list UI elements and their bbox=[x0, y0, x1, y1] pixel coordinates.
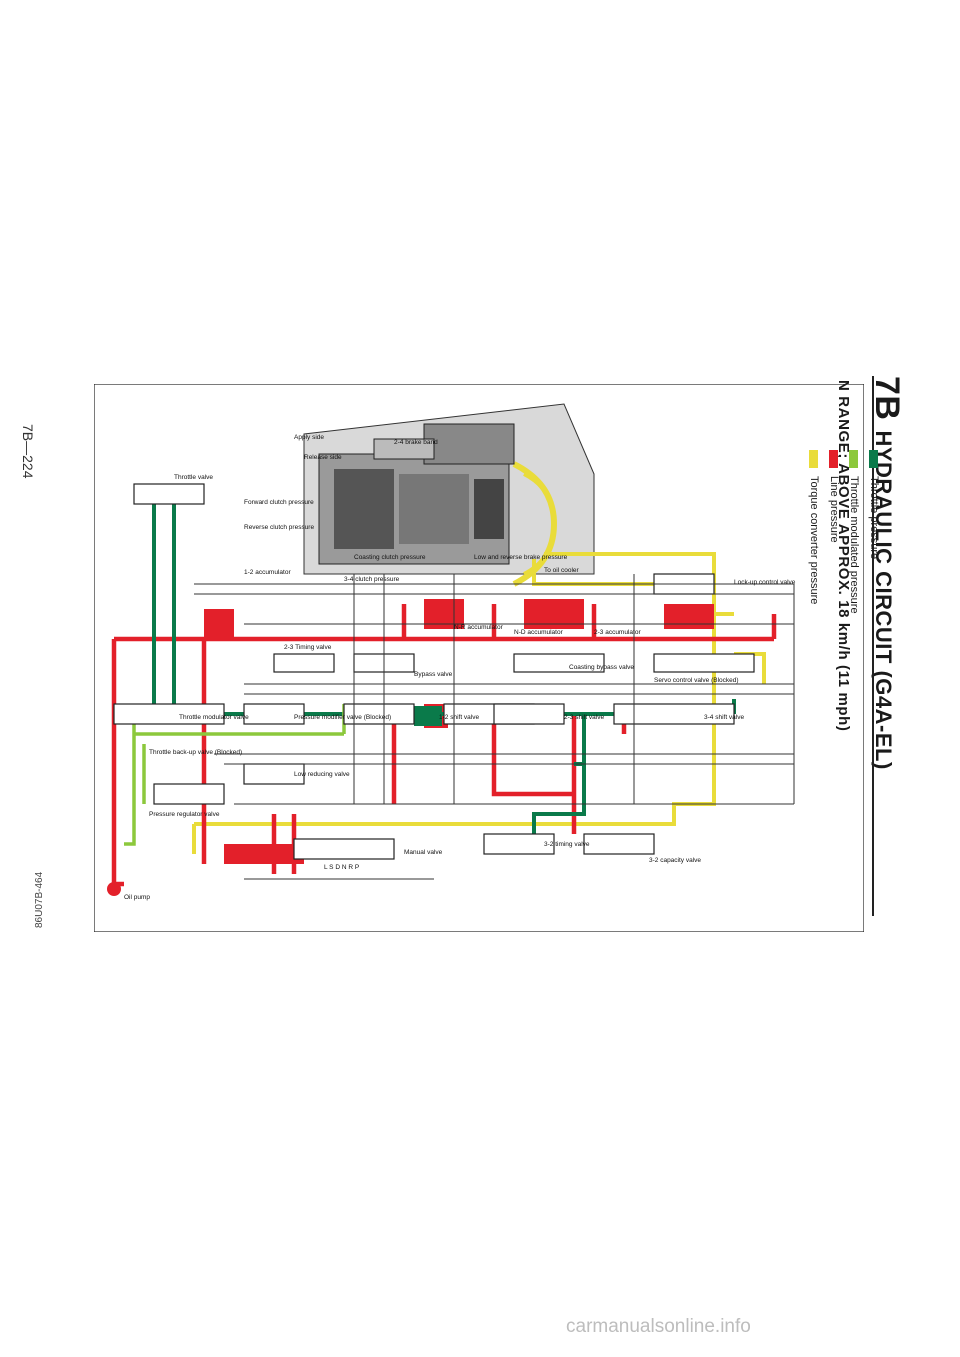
label-release-side: Release side bbox=[304, 454, 342, 461]
label-coasting-clutch: Coasting clutch pressure bbox=[354, 554, 426, 561]
label-timing-32: 3-2 timing valve bbox=[544, 841, 590, 848]
label-timing-23: 2-3 Timing valve bbox=[284, 644, 332, 651]
label-reverse-clutch: Reverse clutch pressure bbox=[244, 524, 314, 531]
label-coasting-bypass: Coasting bypass valve bbox=[569, 664, 634, 671]
label-shift-34: 3-4 shift valve bbox=[704, 714, 744, 721]
label-manual-positions: L S D N R P bbox=[324, 864, 359, 871]
hydraulic-circuit-diagram: Apply side Release side 2-4 brake band T… bbox=[94, 384, 864, 932]
label-lockup: Lock-up control valve bbox=[734, 579, 796, 586]
legend-item-throttle: Throttle pressure bbox=[868, 450, 880, 559]
label-capacity-32: 3-2 capacity valve bbox=[649, 857, 701, 864]
legend-swatch bbox=[809, 450, 819, 468]
legend-label: Throttle pressure bbox=[868, 476, 880, 560]
label-pressure-reg: Pressure regulator valve bbox=[149, 811, 220, 818]
watermark: carmanualsonline.info bbox=[566, 1316, 751, 1337]
legend-label: Torque converter pressure bbox=[808, 476, 820, 605]
legend-swatch bbox=[829, 450, 839, 468]
valve-bodies bbox=[113, 483, 755, 860]
label-servo: Servo control valve (Blocked) bbox=[654, 677, 739, 684]
label-accum-12: 1-2 accumulator bbox=[244, 569, 291, 576]
legend: Throttle pressure Throttle modulated pre… bbox=[760, 450, 880, 630]
oil-pump-icon bbox=[107, 882, 121, 896]
figure-code: 86U07B-464 bbox=[34, 871, 45, 928]
throttle-mod-block bbox=[414, 706, 442, 726]
label-shift-23: 2-3 shift valve bbox=[564, 714, 604, 721]
label-clutch-34: 3-4 clutch pressure bbox=[344, 576, 400, 583]
label-nd-accum: N-D accumulator bbox=[514, 629, 564, 636]
label-apply-side: Apply side bbox=[294, 434, 324, 441]
page-number: 7B—224 bbox=[20, 424, 36, 479]
label-oil-pump: Oil pump bbox=[124, 894, 150, 901]
legend-item-throttle-modulated: Throttle modulated pressure bbox=[848, 450, 860, 614]
label-forward-clutch: Forward clutch pressure bbox=[244, 499, 314, 506]
legend-item-line: Line pressure bbox=[828, 450, 840, 543]
legend-swatch bbox=[869, 450, 879, 468]
label-manual: Manual valve bbox=[404, 849, 443, 856]
label-throttle-mod: Throttle modulator valve bbox=[179, 714, 249, 721]
legend-item-torque-converter: Torque converter pressure bbox=[808, 450, 820, 604]
label-pressure-mod: Pressure modifier valve (Blocked) bbox=[294, 714, 391, 721]
title-rule bbox=[872, 376, 874, 916]
line-pressure-lines bbox=[111, 604, 777, 887]
legend-label: Throttle modulated pressure bbox=[848, 476, 860, 614]
legend-label: Line pressure bbox=[828, 476, 840, 543]
label-nr-accum: N-R accumulator bbox=[454, 624, 504, 631]
label-throttle-backup: Throttle back-up valve (Blocked) bbox=[149, 749, 242, 756]
diagram-labels: Apply side Release side 2-4 brake band T… bbox=[124, 434, 796, 901]
transmission-housing bbox=[303, 403, 595, 587]
label-throttle-valve: Throttle valve bbox=[174, 474, 213, 481]
label-to-oil-cooler: To oil cooler bbox=[544, 567, 580, 574]
label-shift-12: 1-2 shift valve bbox=[439, 714, 479, 721]
label-brake-band: 2-4 brake band bbox=[394, 439, 438, 446]
legend-swatch bbox=[849, 450, 859, 468]
label-bypass: Bypass valve bbox=[414, 671, 453, 678]
label-low-reverse: Low and reverse brake pressure bbox=[474, 554, 568, 561]
circuit-lines bbox=[194, 574, 795, 880]
label-low-reducing: Low reducing valve bbox=[294, 771, 350, 778]
label-accum-23: 2-3 accumulator bbox=[594, 629, 641, 636]
